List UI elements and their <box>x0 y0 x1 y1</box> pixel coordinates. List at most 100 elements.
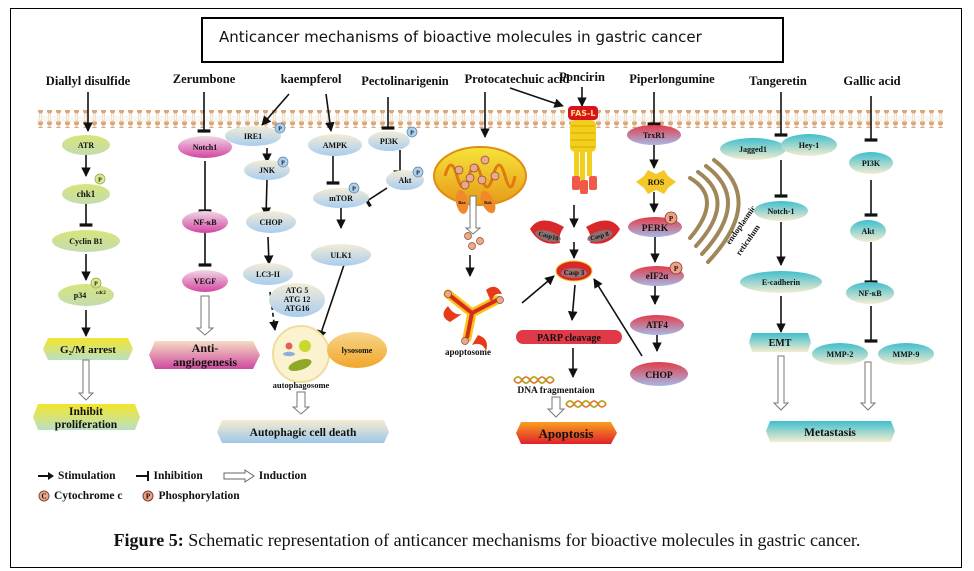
cytochrome-c-icon: C <box>38 490 50 502</box>
svg-text:Akt: Akt <box>399 176 412 185</box>
node-hey1: Hey-1 <box>781 134 837 156</box>
dashed-edge-lc3 <box>269 291 279 331</box>
legend-phosphorylation: P Phosphorylation <box>142 490 240 502</box>
svg-text:Notch1: Notch1 <box>193 143 217 152</box>
phospho-p34: P <box>90 277 102 289</box>
svg-text:MMP-2: MMP-2 <box>827 350 854 359</box>
svg-text:CHOP: CHOP <box>259 218 282 227</box>
dna-icon-2 <box>565 400 607 408</box>
svg-text:NF-κB: NF-κB <box>193 218 217 227</box>
compound-protocatechuic-acid: Protocatechuic acid <box>465 72 570 86</box>
phospho-eif2a: P <box>669 261 683 275</box>
svg-text:ROS: ROS <box>648 178 665 187</box>
svg-text:P: P <box>281 161 285 167</box>
svg-text:Metastasis: Metastasis <box>804 427 856 439</box>
compound-kaempferol: kaempferol <box>281 72 342 86</box>
edges-tangeretin <box>774 92 878 343</box>
node-ros: ROS <box>636 170 676 194</box>
induction-arrow-1 <box>77 359 95 401</box>
released-cytochrome-c <box>464 232 484 250</box>
figure-frame <box>10 8 962 568</box>
svg-text:EMT: EMT <box>769 338 792 349</box>
induction-arrow-5 <box>772 355 790 411</box>
node-mtor: mTOR <box>313 188 369 208</box>
node-atr: ATR <box>62 135 110 155</box>
svg-text:Notch-1: Notch-1 <box>767 207 794 216</box>
autophagosome <box>272 325 330 383</box>
edges-piperlongumine <box>647 92 662 352</box>
svg-text:P: P <box>674 265 679 273</box>
svg-text:lysosome: lysosome <box>342 346 373 355</box>
svg-text:NF-κB: NF-κB <box>858 289 882 298</box>
phospho-pi3k: P <box>406 126 418 138</box>
svg-text:Jagged1: Jagged1 <box>739 145 767 154</box>
svg-text:LC3-II: LC3-II <box>256 270 280 279</box>
node-atg-complex: ATG 5 ATG 12 ATG16 <box>269 283 325 317</box>
apoptosome-label: apoptosome <box>445 347 491 357</box>
node-mmp2: MMP-2 <box>812 343 868 365</box>
svg-text:proliferation: proliferation <box>55 419 118 431</box>
svg-text:MMP-9: MMP-9 <box>893 350 920 359</box>
node-akt-gallic: Akt <box>850 220 886 242</box>
node-trxr1: TrxR1 <box>627 125 681 145</box>
svg-text:TrxR1: TrxR1 <box>643 131 665 140</box>
svg-text:PERK: PERK <box>642 224 669 234</box>
compound-pectolinarigenin: Pectolinarigenin <box>361 74 449 88</box>
phospho-perk: P <box>664 211 678 225</box>
node-jnk: JNK <box>244 160 290 180</box>
svg-text:IRE1: IRE1 <box>244 132 262 141</box>
autophagosome-label: autophagosome <box>273 380 330 390</box>
induction-arrow-4 <box>546 396 566 418</box>
induction-arrow-mito <box>464 195 482 235</box>
svg-text:P: P <box>94 282 98 288</box>
svg-text:C: C <box>41 493 46 501</box>
induction-hollow-arrow-icon <box>223 469 255 483</box>
svg-text:Casp 3: Casp 3 <box>564 269 585 277</box>
compound-piperlongumine: Piperlongumine <box>629 72 715 86</box>
svg-text:cdc2: cdc2 <box>96 291 106 296</box>
phospho-chk1: P <box>94 173 106 185</box>
svg-text:Apoptosis: Apoptosis <box>539 426 594 441</box>
edges-poncirin <box>567 87 643 378</box>
phospho-akt: P <box>412 166 424 178</box>
figure-caption: Figure 5: Schematic representation of an… <box>0 530 974 551</box>
phospho-jnk: P <box>277 156 289 168</box>
svg-text:G₂/M arrest: G₂/M arrest <box>60 344 116 356</box>
svg-text:ULK1: ULK1 <box>330 251 351 260</box>
legend-stimulation: Stimulation <box>38 470 116 482</box>
outcome-apoptosis: Apoptosis <box>516 422 617 444</box>
svg-text:FAS-L: FAS-L <box>571 109 596 118</box>
legend: Stimulation Inhibition Induction C Cytoc… <box>38 466 321 506</box>
svg-text:eIF2α: eIF2α <box>646 271 669 281</box>
svg-text:P: P <box>98 178 102 184</box>
node-casp8: Casp 8 <box>586 220 620 244</box>
svg-text:P: P <box>146 493 151 501</box>
phospho-badges-blue: P P P P P <box>274 122 424 194</box>
node-casp3: Casp 3 <box>555 260 593 282</box>
svg-text:VEGF: VEGF <box>194 277 216 286</box>
phospho-ire1: P <box>274 122 286 134</box>
outcome-autophagic-cell-death: Autophagic cell death <box>217 420 389 443</box>
node-notch-1: Notch-1 <box>754 201 808 221</box>
induction-arrow-3 <box>291 391 311 415</box>
svg-text:PARP cleavage: PARP cleavage <box>537 333 602 344</box>
bax-label: Bax <box>458 200 466 205</box>
node-notch1: Notch1 <box>178 136 232 158</box>
node-nfkb: NF-κB <box>182 211 228 233</box>
node-ampk: AMPK <box>308 134 362 156</box>
svg-text:P: P <box>416 171 420 177</box>
svg-text:ATF4: ATF4 <box>646 320 668 330</box>
node-parp-cleavage: PARP cleavage <box>516 330 622 344</box>
svg-text:JNK: JNK <box>259 166 276 175</box>
node-chk1: chk1 <box>62 184 110 204</box>
induction-arrow-6 <box>859 361 877 411</box>
outcome-emt: EMT <box>749 333 811 352</box>
svg-text:mTOR: mTOR <box>329 194 353 203</box>
legend-cytochrome-c: C Cytochrome c <box>38 490 122 502</box>
svg-text:PI3K: PI3K <box>862 159 881 168</box>
endoplasmic-reticulum <box>688 158 741 264</box>
legend-induction: Induction <box>223 469 307 483</box>
